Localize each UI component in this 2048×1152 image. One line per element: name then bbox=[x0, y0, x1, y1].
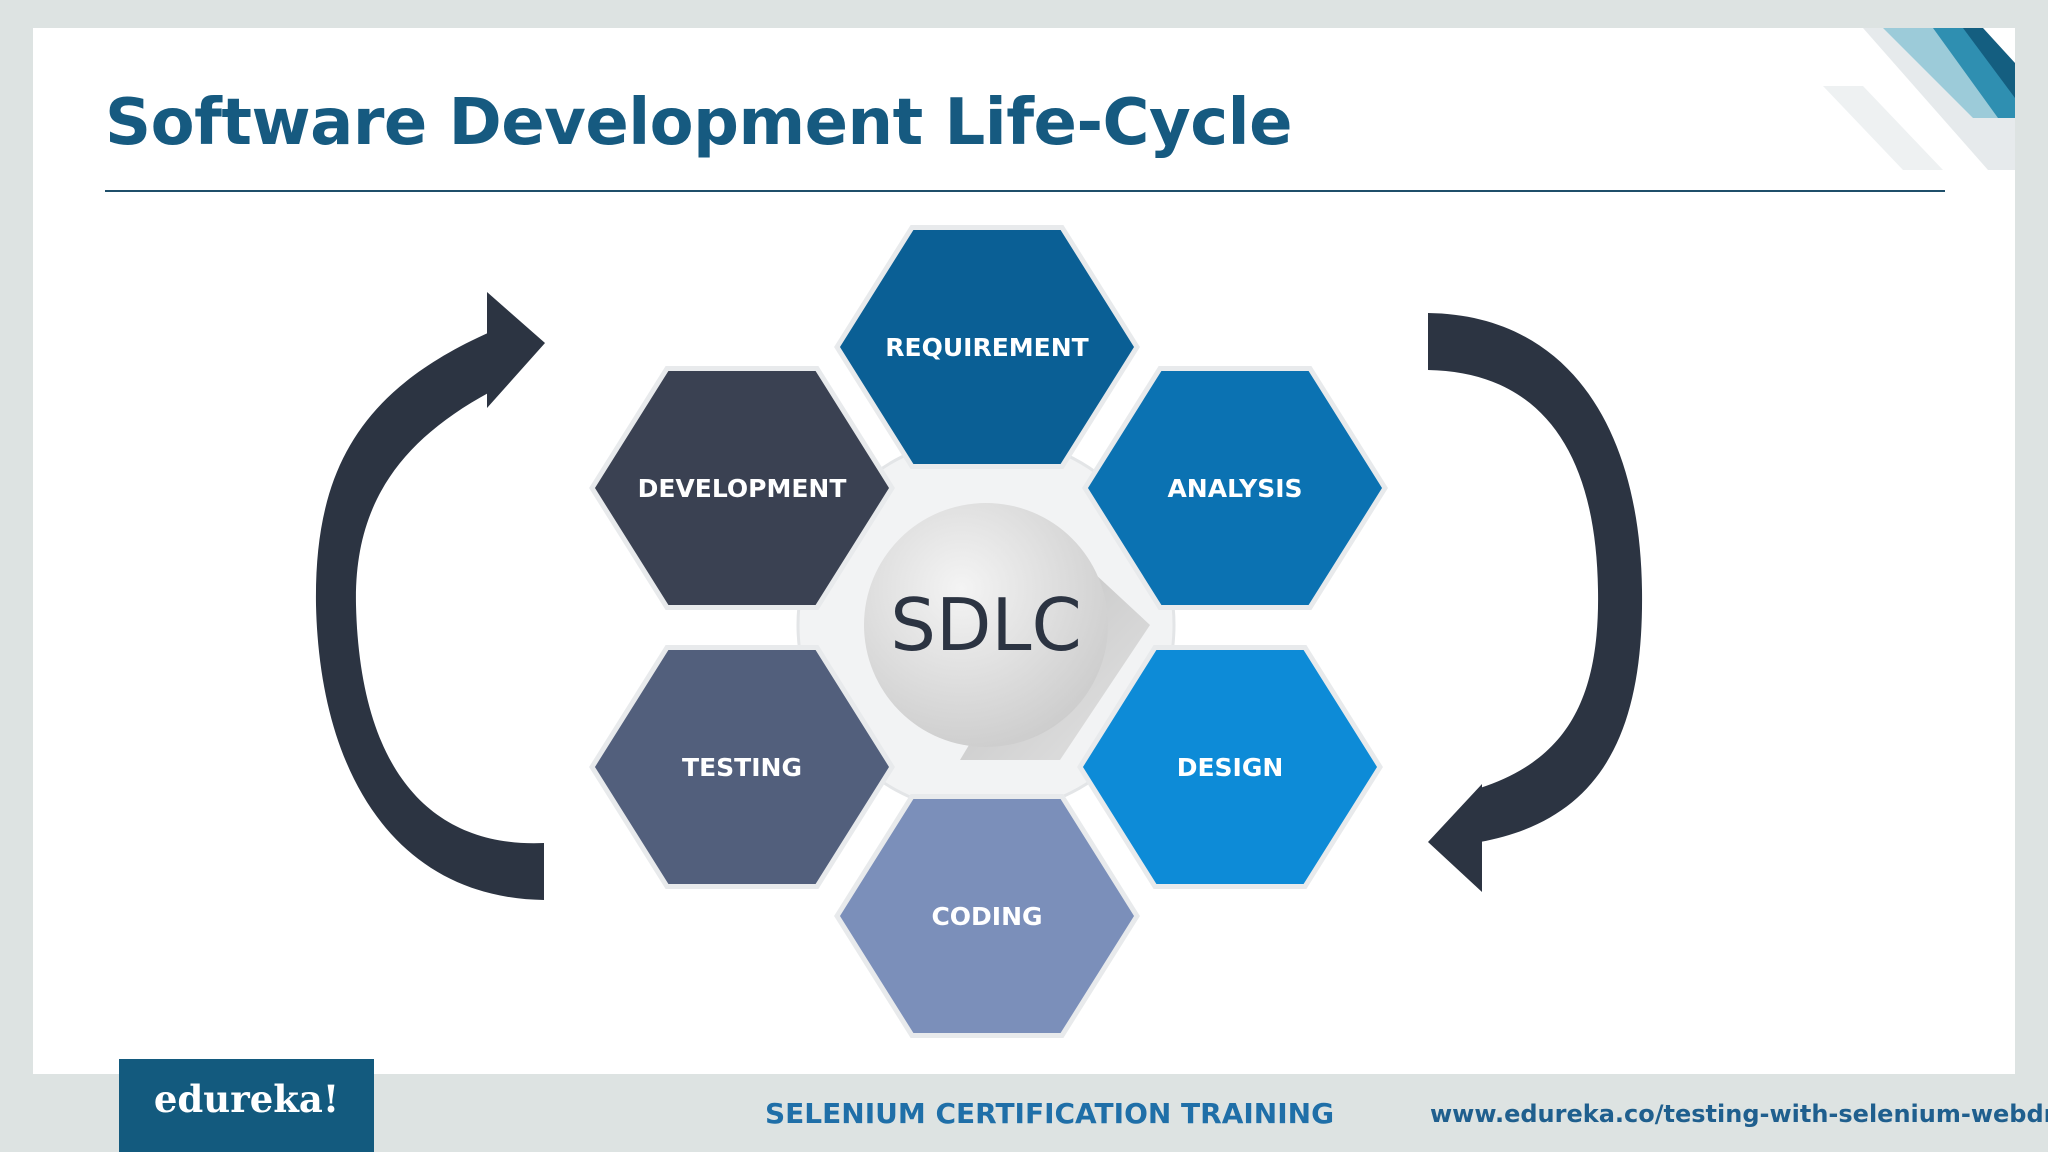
cycle-arrow-right-icon bbox=[1428, 313, 1643, 892]
phase-label-development: DEVELOPMENT bbox=[638, 474, 847, 503]
phase-hex-development: DEVELOPMENT bbox=[589, 366, 895, 610]
phase-label-analysis: ANALYSIS bbox=[1167, 474, 1302, 503]
phase-label-requirement: REQUIREMENT bbox=[885, 333, 1088, 362]
phase-hex-shape bbox=[834, 225, 1140, 469]
slide-title: Software Development Life-Cycle bbox=[105, 86, 1292, 160]
phase-hex-shape bbox=[589, 645, 895, 889]
center-circle bbox=[864, 503, 1108, 747]
phase-hex-design: DESIGN bbox=[1077, 645, 1383, 889]
center-label: SDLC bbox=[890, 583, 1082, 667]
phase-hex-requirement: REQUIREMENT bbox=[834, 225, 1140, 469]
corner-decoration bbox=[1823, 28, 2015, 170]
phase-label-design: DESIGN bbox=[1177, 753, 1284, 782]
footer-logo-box: edureka! bbox=[119, 1059, 374, 1152]
phase-label-coding: CODING bbox=[931, 902, 1042, 931]
phase-hex-shape bbox=[1082, 366, 1388, 610]
phase-hex-analysis: ANALYSIS bbox=[1082, 366, 1388, 610]
phase-hex-testing: TESTING bbox=[589, 645, 895, 889]
phase-hex-shape bbox=[1077, 645, 1383, 889]
cycle-arrow-left-icon bbox=[315, 292, 545, 900]
phase-hex-coding: CODING bbox=[834, 794, 1140, 1038]
brand-logo: edureka! bbox=[153, 1077, 340, 1121]
footer-url[interactable]: www.edureka.co/testing-with-selenium-web… bbox=[1430, 1100, 2048, 1128]
phase-hex-shape bbox=[834, 794, 1140, 1038]
phase-hex-shape bbox=[589, 366, 895, 610]
title-divider bbox=[105, 190, 1945, 192]
footer-course-title: SELENIUM CERTIFICATION TRAINING bbox=[765, 1097, 1335, 1130]
phase-label-testing: TESTING bbox=[682, 753, 802, 782]
